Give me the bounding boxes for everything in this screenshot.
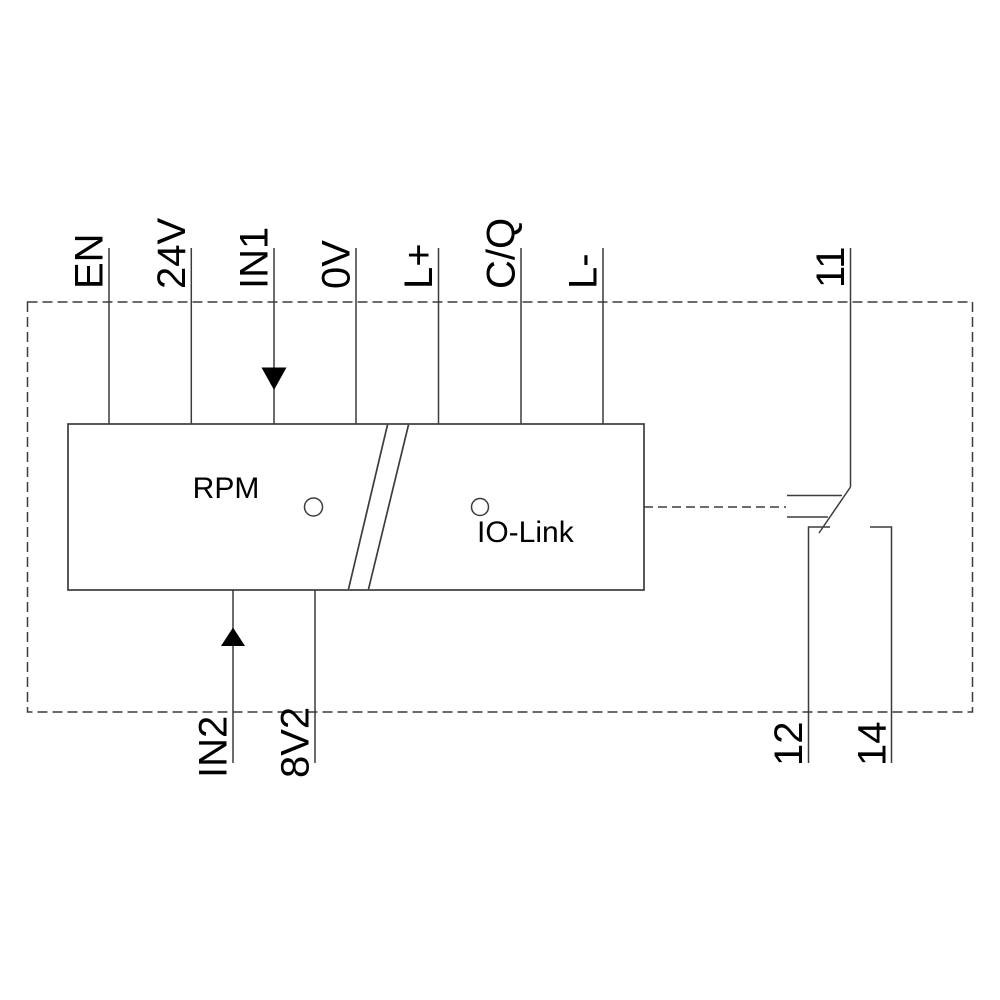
module-label-rpm: RPM — [193, 472, 260, 505]
device-boundary — [26, 301, 974, 713]
terminal-label-lplus: L+ — [397, 243, 441, 289]
changeover-contact-symbol — [644, 486, 852, 534]
terminal-label-cq: C/Q — [480, 218, 524, 289]
terminal-label-11: 11 — [809, 246, 853, 288]
rpm-status-led-icon — [303, 497, 324, 517]
module-divider-line-2 — [367, 424, 410, 590]
terminal-label-24v: 24V — [150, 218, 194, 289]
terminal-label-lminus: L- — [562, 253, 606, 289]
terminal-line-14 — [870, 526, 893, 763]
arrow-up-icon — [221, 627, 245, 646]
io-link-status-led-icon — [470, 497, 490, 517]
arrow-down-icon — [261, 367, 287, 390]
terminal-label-0v: 0V — [315, 240, 359, 289]
terminal-label-12: 12 — [767, 722, 811, 767]
terminal-label-in1: IN1 — [233, 227, 277, 289]
terminal-label-en: EN — [68, 233, 112, 289]
module-label-io-link: IO-Link — [477, 516, 575, 549]
contact-blade — [818, 486, 852, 534]
module-divider-line-1 — [347, 424, 389, 590]
terminal-line-12 — [807, 526, 830, 763]
module-box — [67, 423, 645, 591]
terminal-label-in2: IN2 — [192, 716, 236, 778]
terminal-label-8v2: 8V2 — [274, 707, 318, 778]
terminal-label-14: 14 — [851, 722, 895, 767]
